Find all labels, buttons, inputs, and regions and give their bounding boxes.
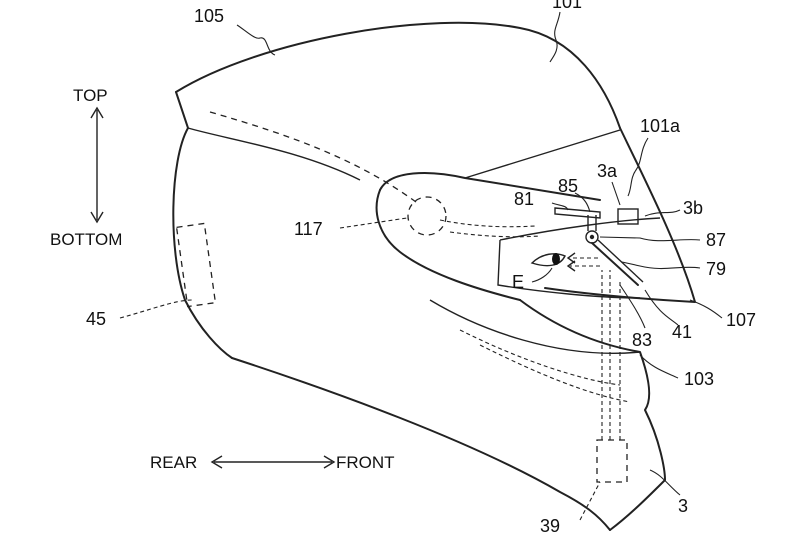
ref-81: 81 (514, 189, 534, 209)
ref-107: 107 (726, 310, 756, 330)
ref-85: 85 (558, 176, 578, 196)
ref-105: 105 (194, 6, 224, 26)
mirror-79 (591, 242, 639, 286)
pivot-85-inner (589, 234, 595, 240)
ref-103: 103 (684, 369, 714, 389)
label-front: FRONT (336, 453, 395, 472)
ref-41: 41 (672, 322, 692, 342)
component-117 (407, 196, 447, 236)
label-top: TOP (73, 86, 108, 105)
ref-101: 101 (552, 0, 582, 12)
ref-3a: 3a (597, 161, 618, 181)
ref-101a: 101a (640, 116, 681, 136)
leaders (119, 11, 723, 521)
helmet-shell (172, 21, 621, 531)
component-45 (175, 222, 217, 308)
ref-39: 39 (540, 516, 560, 533)
ref-117: 117 (294, 219, 323, 239)
label-rear: REAR (150, 453, 197, 472)
ref-e: E (512, 272, 524, 292)
ref-3b: 3b (683, 198, 703, 218)
light-arrows (566, 252, 600, 272)
display-3b (617, 208, 639, 225)
mount-81 (554, 207, 601, 219)
ref-79: 79 (706, 259, 726, 279)
ref-45: 45 (86, 309, 106, 329)
label-bottom: BOTTOM (50, 230, 122, 249)
ref-3: 3 (678, 496, 688, 516)
light-guide (601, 270, 621, 440)
orientation-vertical (90, 106, 104, 224)
orientation-horizontal (210, 455, 336, 469)
chin-bar (429, 299, 666, 531)
eye-icon (530, 253, 566, 267)
module-39 (596, 439, 628, 483)
ref-87: 87 (706, 230, 726, 250)
ref-83: 83 (632, 330, 652, 350)
